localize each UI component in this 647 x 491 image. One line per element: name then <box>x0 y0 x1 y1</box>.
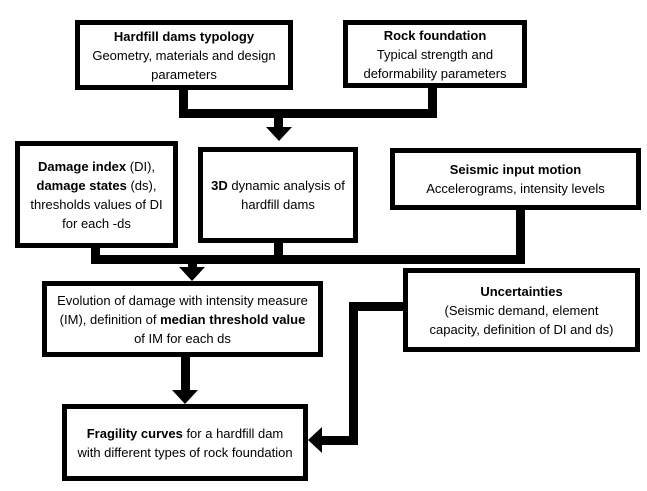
box-text-line: deformability parameters <box>363 65 507 81</box>
connector-rock-stub <box>428 86 437 114</box>
connector-mid-junction <box>91 255 525 264</box>
box-text-line: 3D dynamic analysis of <box>211 178 345 193</box>
box-text-line: damage states (ds), <box>36 177 157 193</box>
box-text-line: Geometry, materials and design <box>92 47 276 63</box>
box-text-line: (Seismic demand, element <box>444 302 599 318</box>
box-text-line: Rock foundation <box>383 27 487 43</box>
arrowhead-down-to-evolution <box>179 267 205 281</box>
box-text-line: for each -ds <box>62 215 131 231</box>
connector-analysis-stub <box>274 241 283 258</box>
box-text-line: Evolution of damage with intensity measu… <box>57 292 308 308</box>
box-fragility-curves: Fragility curves for a hardfill dam with … <box>62 404 308 481</box>
connector-arrow-to-evolution <box>188 264 197 269</box>
box-text-line: Fragility curves for a hardfill dam <box>86 425 284 441</box>
connector-uncertainties-vertical <box>349 302 358 445</box>
arrowhead-left-to-fragility <box>308 427 322 453</box>
box-text-line: (IM), definition of median threshold val… <box>59 311 306 327</box>
box-3d-dynamic-analysis: 3D dynamic analysis of hardfill dams <box>198 147 358 243</box>
connector-uncertainties-horizontal <box>353 302 407 311</box>
connector-damage-stub <box>91 246 100 258</box>
box-text-line: Typical strength and <box>376 46 494 62</box>
box-damage-index: Damage index (DI), damage states (ds), thr… <box>15 141 178 248</box>
box-text-line: Seismic input motion <box>449 162 582 177</box>
box-text-line: Hardfill dams typology <box>113 28 255 44</box>
box-text-line: hardfill dams <box>241 197 315 212</box>
connector-uncertainties-bottom <box>320 436 358 445</box>
arrowhead-down-to-analysis <box>266 127 292 141</box>
box-text-line: Damage index (DI), <box>37 158 156 174</box>
box-evolution-of-damage: Evolution of damage with intensity measu… <box>42 281 323 357</box>
box-text-line: parameters <box>151 66 217 82</box>
arrowhead-down-to-fragility <box>172 390 198 404</box>
box-text-line: with different types of rock foundation <box>77 444 293 460</box>
connector-seismic-stub <box>516 208 525 258</box>
box-uncertainties: Uncertainties (Seismic demand, element cap… <box>403 268 640 352</box>
box-text-line: of IM for each ds <box>134 330 231 346</box>
connector-hardfill-stub <box>179 88 188 114</box>
box-text-line: Uncertainties <box>480 283 563 299</box>
connector-arrow-to-analysis <box>274 118 283 130</box>
box-text-line: Accelerograms, intensity levels <box>426 181 605 196</box>
box-text-line: capacity, definition of DI and ds) <box>429 321 614 337</box>
connector-evolution-to-fragility <box>181 355 190 391</box>
connector-top-junction <box>179 109 437 118</box>
box-text-line: thresholds values of DI <box>30 196 163 212</box>
